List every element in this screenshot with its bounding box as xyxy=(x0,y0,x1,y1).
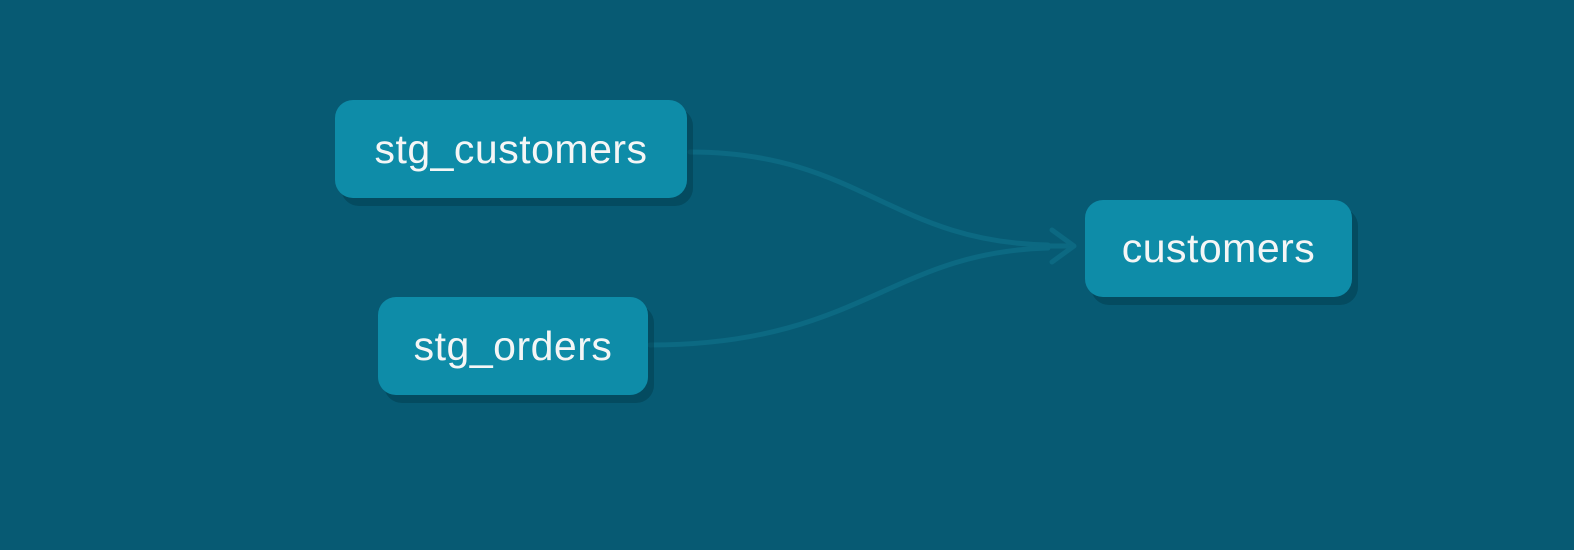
node-customers[interactable]: customers xyxy=(1085,200,1352,297)
node-label: stg_customers xyxy=(374,125,648,172)
arrowhead-icon xyxy=(1049,227,1077,265)
node-label: customers xyxy=(1121,225,1316,271)
node-stg-orders[interactable]: stg_orders xyxy=(378,297,648,395)
edge-stg-customers-to-customers xyxy=(687,149,1051,248)
edge-stg-orders-to-customers xyxy=(647,245,1051,348)
node-label: stg_orders xyxy=(413,322,613,369)
node-stg-customers[interactable]: stg_customers xyxy=(335,100,687,198)
